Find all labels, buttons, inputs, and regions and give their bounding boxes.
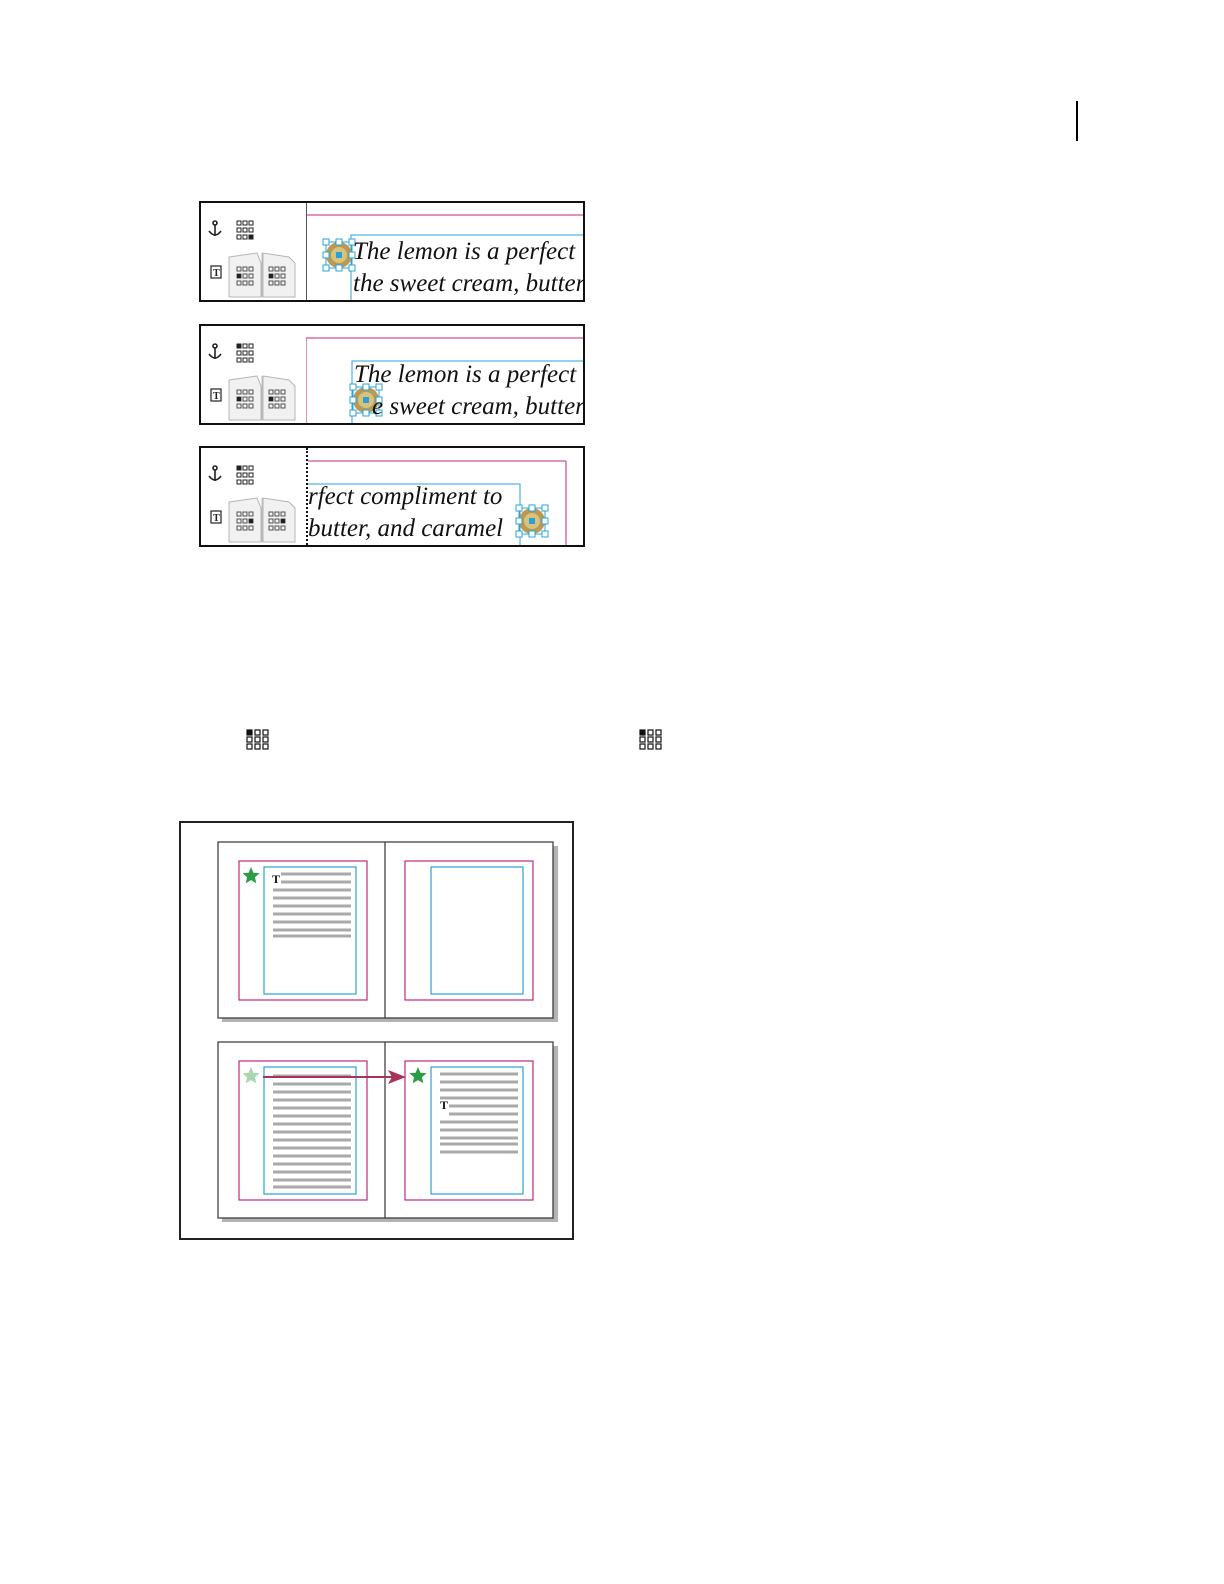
document-view: The lemon is a perfect the sweet cream, … bbox=[306, 203, 583, 300]
document-view: The lemon is a perfect e sweet cream, bu… bbox=[306, 326, 583, 423]
anchored-graphic[interactable] bbox=[516, 505, 548, 537]
anchored-reference-point-icon[interactable] bbox=[237, 221, 253, 239]
svg-text:T: T bbox=[213, 391, 220, 402]
spread-relocation-diagram: T bbox=[179, 821, 574, 1240]
body-text-line-1: The lemon is a perfect bbox=[354, 360, 576, 390]
reference-point-grid-icon bbox=[246, 729, 270, 751]
anchor-icon bbox=[209, 344, 221, 359]
svg-text:T: T bbox=[213, 268, 220, 279]
reference-point-controls[interactable]: T bbox=[201, 203, 306, 302]
document-view: rfect compliment to butter, and caramel bbox=[306, 448, 583, 545]
text-frame-icon: T bbox=[211, 511, 221, 524]
anchored-object-example-1: T bbox=[199, 201, 585, 302]
body-text-line-1: The lemon is a perfect bbox=[353, 237, 575, 267]
body-text-line-2: the sweet cream, butter bbox=[353, 269, 583, 299]
spread-after: T bbox=[218, 1042, 558, 1222]
text-frame-icon: T bbox=[211, 389, 221, 402]
anchor-icon bbox=[209, 466, 221, 481]
anchored-graphic[interactable] bbox=[323, 239, 355, 271]
body-text-line-1: rfect compliment to bbox=[308, 482, 502, 512]
spread-reference-point-icon[interactable] bbox=[229, 498, 295, 542]
anchored-reference-point-icon[interactable] bbox=[237, 466, 253, 484]
text-frame-glyph: T bbox=[440, 1098, 448, 1112]
anchor-icon bbox=[209, 221, 221, 236]
svg-text:T: T bbox=[213, 513, 220, 524]
anchored-object-example-3: T bbox=[199, 446, 585, 547]
spread-reference-point-icon[interactable] bbox=[229, 376, 295, 420]
reference-point-grid-icon bbox=[639, 729, 663, 751]
body-text-line-2: butter, and caramel bbox=[308, 514, 503, 544]
reference-point-controls[interactable]: T bbox=[201, 448, 306, 547]
text-frame-glyph: T bbox=[272, 872, 280, 886]
spread-before: T bbox=[218, 842, 558, 1022]
reference-point-controls[interactable]: T bbox=[201, 326, 306, 425]
body-text-line-2: e sweet cream, butter bbox=[372, 392, 583, 422]
anchored-object-example-2: T bbox=[199, 324, 585, 425]
anchored-reference-point-icon[interactable] bbox=[237, 344, 253, 362]
text-frame-icon: T bbox=[211, 266, 221, 279]
page-edge-marker bbox=[1076, 101, 1078, 141]
spread-reference-point-icon[interactable] bbox=[229, 253, 295, 297]
